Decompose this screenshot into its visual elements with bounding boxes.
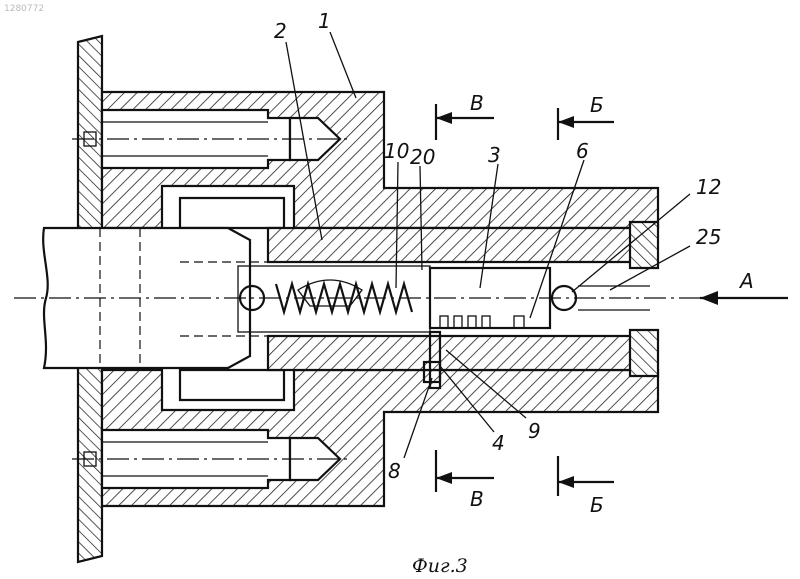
part-label-1: 1 xyxy=(318,9,331,33)
part-label-3: 3 xyxy=(488,143,501,167)
part-label-8: 8 xyxy=(388,459,401,483)
section-label-b-top: Б xyxy=(590,93,604,117)
part-label-12: 12 xyxy=(696,175,721,199)
part-label-6: 6 xyxy=(576,139,589,163)
part-label-2: 2 xyxy=(274,19,287,43)
part-label-25: 25 xyxy=(696,225,721,249)
section-label-v-top: В xyxy=(470,91,484,115)
part-label-4: 4 xyxy=(492,431,505,455)
section-label-b-bottom: Б xyxy=(590,493,604,517)
flow-label: A xyxy=(738,269,754,293)
part-label-10: 10 xyxy=(384,139,409,163)
part-label-9: 9 xyxy=(528,419,541,443)
section-label-v-bottom: В xyxy=(470,487,484,511)
figure-caption: Фиг.3 xyxy=(412,555,468,577)
watermark-text: 1280772 xyxy=(4,4,44,14)
section-marker-v-bottom: В xyxy=(436,450,494,511)
flow-arrow-a: A xyxy=(700,269,788,305)
section-marker-b-top: Б xyxy=(558,93,614,140)
part-label-20: 20 xyxy=(410,145,435,169)
section-marker-v-top: В xyxy=(436,91,494,140)
section-marker-b-bottom: Б xyxy=(558,456,614,517)
